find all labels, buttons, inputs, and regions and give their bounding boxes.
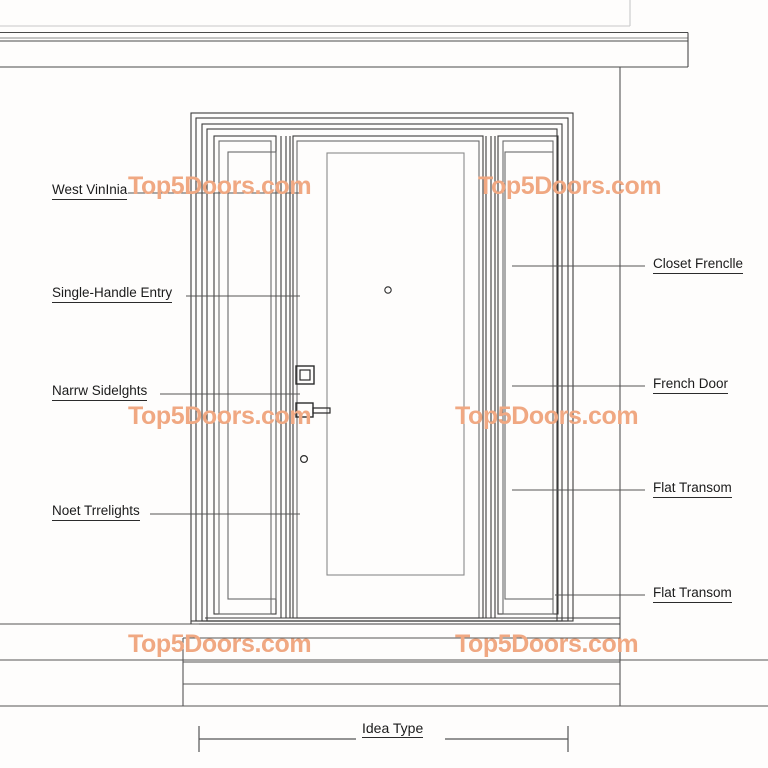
lever-handle bbox=[312, 407, 331, 414]
lever-handle-rose bbox=[295, 402, 314, 418]
keyhole bbox=[300, 455, 309, 464]
threshold bbox=[190, 617, 620, 625]
right-sidelight bbox=[497, 135, 559, 615]
peephole bbox=[384, 286, 392, 294]
dimension-caption: Idea Type bbox=[362, 720, 424, 738]
leader-lines-right bbox=[512, 265, 645, 596]
annotation-label-west-vininia: West VinInia bbox=[52, 182, 128, 200]
leader-lines-left bbox=[128, 192, 300, 515]
dimension-line bbox=[198, 726, 569, 752]
annotation-label-flat-transom-2: Flat Transom bbox=[653, 585, 732, 603]
annotation-label-single-handle-entry: Single-Handle Entry bbox=[52, 285, 173, 303]
door-outer-casing bbox=[190, 112, 574, 622]
door-hardware bbox=[295, 286, 392, 464]
deadbolt-escutcheon bbox=[295, 365, 315, 385]
entry-steps bbox=[182, 637, 621, 706]
left-mullion bbox=[280, 136, 291, 618]
annotation-label-note-trrelights: Noet Trrelights bbox=[52, 503, 140, 521]
left-sidelight bbox=[213, 135, 277, 615]
right-mullion bbox=[485, 136, 496, 618]
wall-edges bbox=[0, 67, 768, 707]
annotation-label-closet-frenclle: Closet Frenclle bbox=[653, 256, 744, 274]
soffit-lines bbox=[0, 0, 689, 68]
annotation-label-narrow-sidelights: Narrw Sidelghts bbox=[52, 383, 148, 401]
annotation-label-flat-transom-1: Flat Transom bbox=[653, 480, 732, 498]
annotation-label-french-door: French Door bbox=[653, 376, 729, 394]
main-door-slab bbox=[292, 135, 484, 619]
